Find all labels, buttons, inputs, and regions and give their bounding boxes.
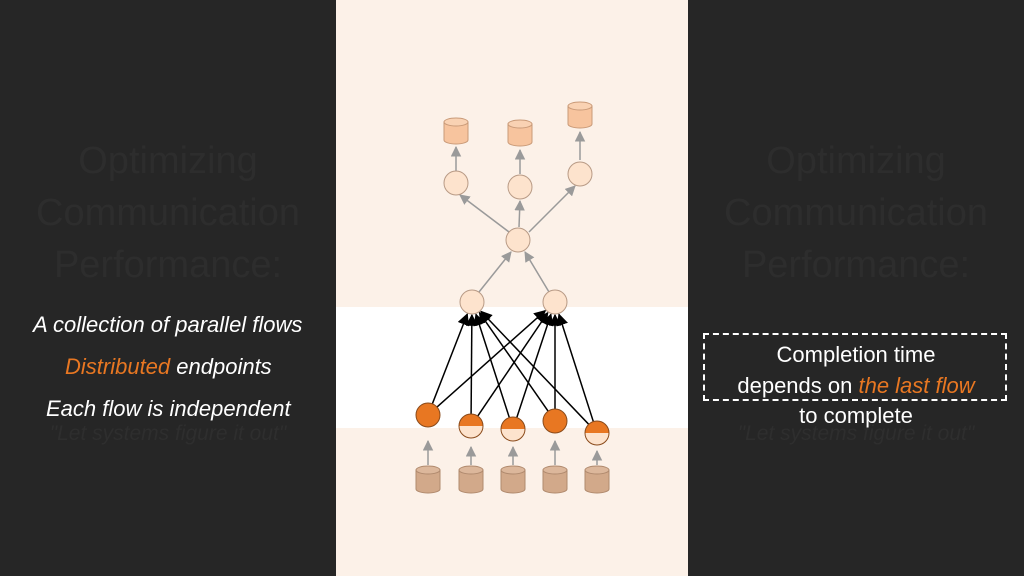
ghost-title-line: Optimizing xyxy=(78,140,258,182)
flow-arrow xyxy=(477,311,549,417)
flow-arrow xyxy=(431,312,469,405)
circle-node-icon xyxy=(542,289,568,315)
node-outline xyxy=(415,402,441,428)
node-outline xyxy=(542,408,568,434)
ghost-title-line: Optimizing xyxy=(766,140,946,182)
node-outline xyxy=(458,413,484,439)
callout-line: depends on the last flow xyxy=(688,371,1024,402)
left-panel: Optimizing Communication Performance: "L… xyxy=(0,0,336,576)
flow-arrow xyxy=(556,313,595,422)
aggregator-nodes xyxy=(459,289,568,315)
bullet-parallel-flows: A collection of parallel flows xyxy=(33,312,303,337)
node-outline xyxy=(584,420,610,446)
lower-storage xyxy=(415,465,610,494)
flow-progress-fill xyxy=(543,409,567,433)
source-node xyxy=(500,416,526,442)
lower-edges xyxy=(422,439,603,465)
right-ghost-subtitle: "Let systems figure it out" xyxy=(737,422,975,445)
upper-tree-edges xyxy=(450,130,586,293)
callout-prefix: depends on xyxy=(737,372,859,398)
flow-progress-fill xyxy=(416,403,440,427)
accent-word: Distributed xyxy=(65,354,171,379)
ghost-title-line: Communication xyxy=(724,192,988,234)
left-ghost-title: Optimizing Communication Performance: xyxy=(0,135,336,291)
database-cylinder-icon xyxy=(542,465,568,494)
left-ghost-subtitle: "Let systems figure it out" xyxy=(49,422,287,445)
callout-box xyxy=(703,333,1007,401)
edge xyxy=(514,199,525,228)
circle-node-icon xyxy=(505,227,531,253)
database-cylinder-icon xyxy=(507,119,533,147)
source-node xyxy=(542,408,568,434)
circle-node-icon xyxy=(443,170,469,196)
database-cylinder-icon xyxy=(458,465,484,494)
bullet-distributed-endpoints: Distributed endpoints xyxy=(65,354,272,380)
upper-nodes xyxy=(443,161,593,253)
node-outline xyxy=(500,416,526,442)
ghost-title-line: Communication xyxy=(36,192,300,234)
right-ghost-title: Optimizing Communication Performance: xyxy=(688,135,1024,291)
edge xyxy=(524,251,550,293)
edge xyxy=(459,194,510,233)
database-cylinder-icon xyxy=(500,465,526,494)
callout-text: Completion time depends on the last flow… xyxy=(688,340,1024,432)
ghost-title-line: Performance: xyxy=(53,244,283,286)
flow-arrow xyxy=(480,310,590,425)
ghost-title-line: Performance: xyxy=(741,244,971,286)
flow-progress-fill xyxy=(585,421,609,433)
highlight-band xyxy=(336,307,688,428)
callout-line: Completion time xyxy=(776,342,936,367)
source-node xyxy=(458,413,484,439)
flow-arrow xyxy=(465,313,478,415)
circle-node-icon xyxy=(459,289,485,315)
flow-arrow xyxy=(473,313,511,418)
right-panel: Optimizing Communication Performance: "L… xyxy=(688,0,1024,576)
edge xyxy=(478,251,512,293)
callout-accent: the last flow xyxy=(858,372,975,398)
bullet-text: endpoints xyxy=(170,354,272,379)
database-cylinder-icon xyxy=(567,101,593,129)
parallel-flow-edges xyxy=(431,309,595,425)
bullet-independent-flows: Each flow is independent xyxy=(46,396,291,421)
source-node xyxy=(584,420,610,446)
flow-progress-fill xyxy=(459,414,483,426)
database-cylinder-icon xyxy=(415,465,441,494)
edge xyxy=(528,185,576,233)
upper-storage xyxy=(443,101,593,147)
coflow-diagram xyxy=(415,101,610,494)
flow-arrow xyxy=(478,311,549,412)
source-node xyxy=(415,402,441,428)
circle-node-icon xyxy=(507,174,533,200)
circle-node-icon xyxy=(567,161,593,187)
source-nodes xyxy=(415,402,610,446)
database-cylinder-icon xyxy=(584,465,610,494)
database-cylinder-icon xyxy=(443,117,469,145)
flow-progress-fill xyxy=(501,417,525,429)
callout-line: to complete xyxy=(799,403,913,428)
